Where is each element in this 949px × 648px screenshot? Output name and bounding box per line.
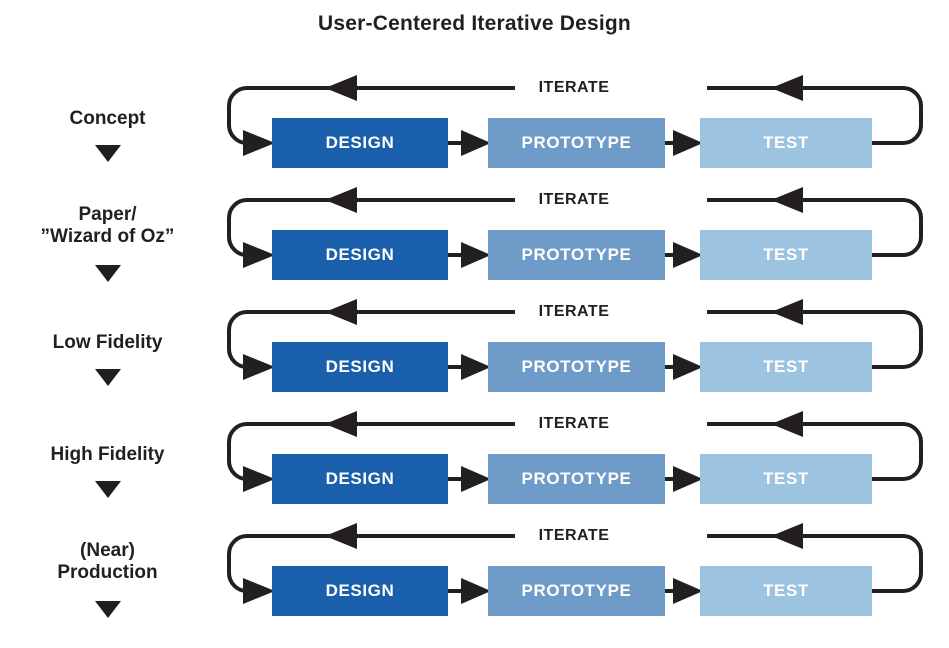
design-box[interactable]: DESIGN xyxy=(272,230,448,280)
iterate-flow: ITERATE DESIGN PROTOTYPE TEST xyxy=(215,60,949,172)
stage-label: (Near)Production xyxy=(0,540,215,585)
test-box[interactable]: TEST xyxy=(700,230,872,280)
prototype-to-test-arrow xyxy=(673,130,703,156)
stage-label-line: High Fidelity xyxy=(50,444,165,465)
stage-down-triangle-icon xyxy=(0,601,215,618)
enter-design-arrow xyxy=(243,130,275,156)
flow-connectors xyxy=(227,523,923,604)
stage-down-triangle-icon xyxy=(0,265,215,282)
prototype-box[interactable]: PROTOTYPE xyxy=(488,230,665,280)
test-box[interactable]: TEST xyxy=(700,454,872,504)
iterate-arrow-left xyxy=(325,75,357,101)
design-to-prototype-arrow xyxy=(461,466,491,492)
flow-connectors xyxy=(227,75,923,156)
enter-design-arrow xyxy=(243,354,275,380)
iterate-arrow-left xyxy=(325,299,357,325)
prototype-to-test-arrow xyxy=(673,354,703,380)
design-box[interactable]: DESIGN xyxy=(272,118,448,168)
iterate-arrow-left xyxy=(325,187,357,213)
stage-down-triangle-icon xyxy=(0,481,215,498)
stage-label: High Fidelity xyxy=(0,444,215,466)
stage-row: Low Fidelity ITERATE DESIGN PROTOTYPE TEST xyxy=(0,284,949,396)
page-title: User-Centered Iterative Design xyxy=(318,12,631,35)
test-box[interactable]: TEST xyxy=(700,342,872,392)
enter-design-arrow xyxy=(243,578,275,604)
design-to-prototype-arrow xyxy=(461,354,491,380)
stage-label-line: (Near) xyxy=(80,540,135,561)
stage-label-line: ”Wizard of Oz” xyxy=(40,226,175,248)
stage-label: Paper/”Wizard of Oz” xyxy=(0,204,215,249)
iterate-label: ITERATE xyxy=(515,192,633,208)
iterate-flow: ITERATE DESIGN PROTOTYPE TEST xyxy=(215,396,949,508)
stage-row: Paper/”Wizard of Oz” ITERATE DESIGN PROTOTY… xyxy=(0,172,949,284)
iterate-flow: ITERATE DESIGN PROTOTYPE TEST xyxy=(215,284,949,396)
prototype-to-test-arrow xyxy=(673,466,703,492)
design-to-prototype-arrow xyxy=(461,242,491,268)
prototype-box[interactable]: PROTOTYPE xyxy=(488,566,665,616)
stage-label: Low Fidelity xyxy=(0,332,215,354)
iterate-arrow-right xyxy=(771,299,803,325)
stage-label-line: Production xyxy=(57,562,158,584)
iterate-arrow-left xyxy=(325,411,357,437)
enter-design-arrow xyxy=(243,242,275,268)
design-to-prototype-arrow xyxy=(461,130,491,156)
iterate-arrow-right xyxy=(771,187,803,213)
iterate-flow: ITERATE DESIGN PROTOTYPE TEST xyxy=(215,172,949,284)
prototype-box[interactable]: PROTOTYPE xyxy=(488,118,665,168)
stage-down-triangle-icon xyxy=(0,369,215,386)
test-box[interactable]: TEST xyxy=(700,566,872,616)
iterate-label: ITERATE xyxy=(515,416,633,432)
stage-down-triangle-icon xyxy=(0,145,215,162)
prototype-to-test-arrow xyxy=(673,578,703,604)
iterate-arrow-right xyxy=(771,75,803,101)
stage-row: Concept ITERATE DESIGN PROTOTYPE TEST xyxy=(0,60,949,172)
stage-row: High Fidelity ITERATE DESIGN PROTOTYPE TEST xyxy=(0,396,949,508)
iterate-arrow-left xyxy=(325,523,357,549)
iterate-flow: ITERATE DESIGN PROTOTYPE TEST xyxy=(215,508,949,620)
design-box[interactable]: DESIGN xyxy=(272,342,448,392)
test-box[interactable]: TEST xyxy=(700,118,872,168)
design-box[interactable]: DESIGN xyxy=(272,454,448,504)
stage-label: Concept xyxy=(0,108,215,130)
flow-connectors xyxy=(227,411,923,492)
stage-label-line: Paper/ xyxy=(78,204,137,225)
flow-connectors xyxy=(227,187,923,268)
iterate-label: ITERATE xyxy=(515,304,633,320)
enter-design-arrow xyxy=(243,466,275,492)
iterate-arrow-right xyxy=(771,523,803,549)
stage-row: (Near)Production ITERATE DESIGN PROTOTYPE TE… xyxy=(0,508,949,620)
stage-label-line: Concept xyxy=(69,108,146,129)
flow-connectors xyxy=(227,299,923,380)
stage-label-line: Low Fidelity xyxy=(52,332,163,353)
prototype-box[interactable]: PROTOTYPE xyxy=(488,454,665,504)
prototype-box[interactable]: PROTOTYPE xyxy=(488,342,665,392)
iterate-label: ITERATE xyxy=(515,528,633,544)
design-to-prototype-arrow xyxy=(461,578,491,604)
prototype-to-test-arrow xyxy=(673,242,703,268)
iterate-label: ITERATE xyxy=(515,80,633,96)
design-box[interactable]: DESIGN xyxy=(272,566,448,616)
iterate-arrow-right xyxy=(771,411,803,437)
